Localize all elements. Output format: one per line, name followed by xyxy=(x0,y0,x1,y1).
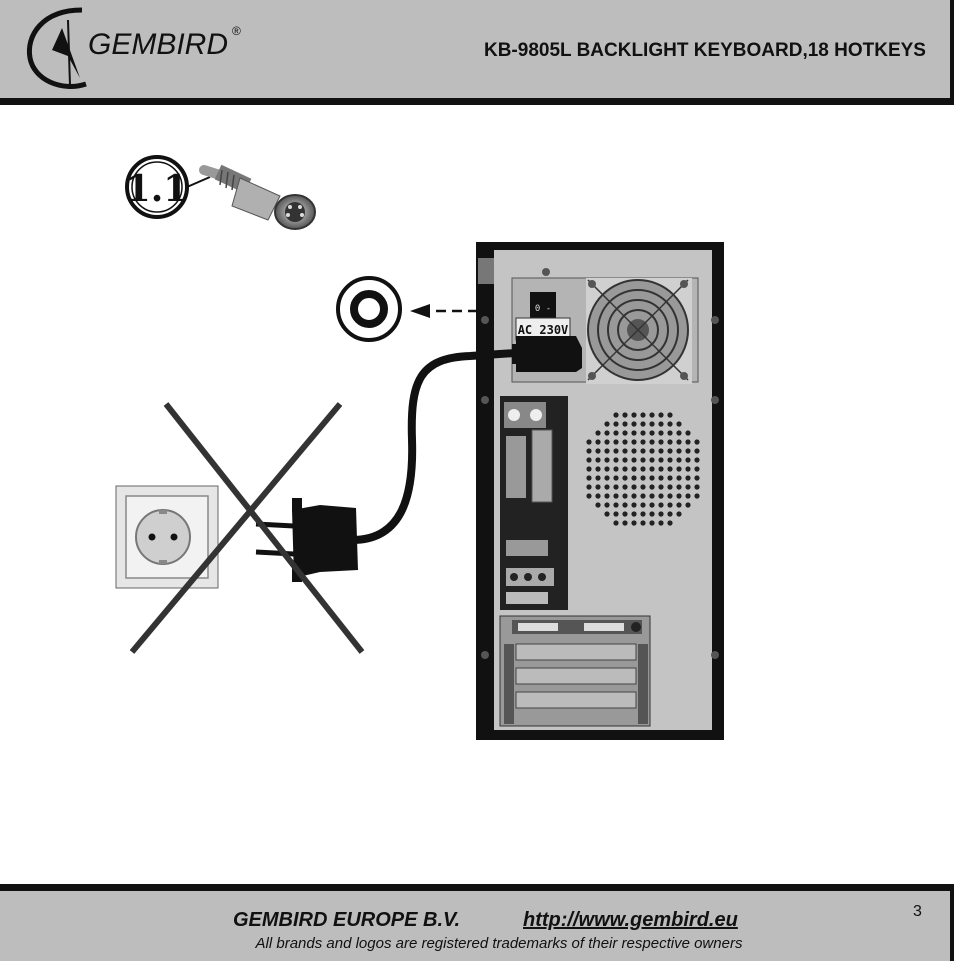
step-label: 1.1 xyxy=(126,168,189,210)
company-name: GEMBIRD EUROPE B.V. xyxy=(233,909,461,931)
prohibited-cross-icon xyxy=(129,402,365,654)
registered-mark: ® xyxy=(232,24,241,38)
logo-arrow xyxy=(52,28,80,78)
installation-illustration: 1.1 0 - AC 2 xyxy=(115,155,724,740)
logo-swoosh xyxy=(26,7,87,89)
gembird-logo xyxy=(26,7,87,89)
website-link[interactable]: http://www.gembird.eu xyxy=(523,909,738,931)
document-title: KB-9805L BACKLIGHT KEYBOARD,18 HOTKEYS xyxy=(483,40,926,61)
page-footer: GEMBIRD EUROPE B.V. http://www.gembird.e… xyxy=(0,884,954,961)
psu-voltage-label: AC 230V xyxy=(518,323,569,337)
computer-tower: 0 - AC 230V xyxy=(476,242,724,740)
wall-socket-icon xyxy=(115,485,219,589)
psu-fan-icon xyxy=(586,278,692,384)
ps2-plug-icon xyxy=(199,164,316,230)
power-switch-icon xyxy=(336,276,478,342)
trademark-notice: All brands and logos are registered trad… xyxy=(255,935,743,952)
step-badge: 1.1 xyxy=(125,155,211,219)
page-header: GEMBIRD ® KB-9805L BACKLIGHT KEYBOARD,18… xyxy=(0,0,954,105)
switch-label: 0 - xyxy=(535,304,551,314)
logo-text: GEMBIRD xyxy=(88,28,229,61)
power-cable xyxy=(255,336,582,582)
case-vent xyxy=(586,412,700,526)
page-number: 3 xyxy=(913,903,922,920)
